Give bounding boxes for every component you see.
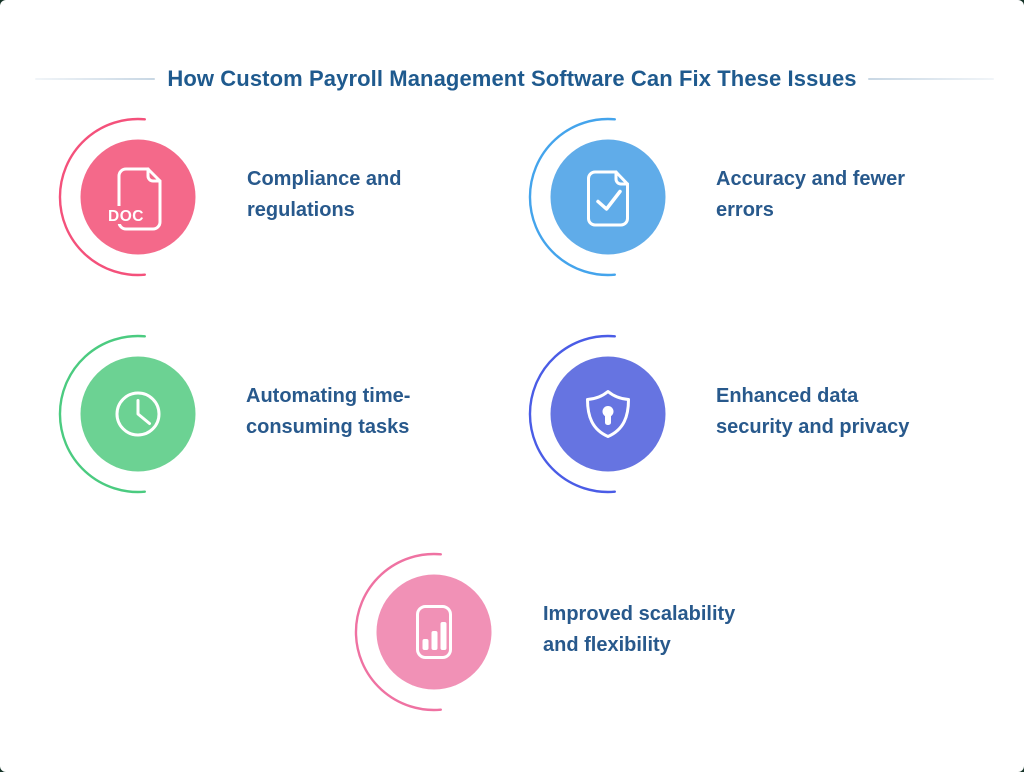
label-line: consuming tasks — [246, 416, 410, 438]
item-automating-tasks — [58, 334, 218, 494]
item-label: Improved scalability and flexibility — [543, 599, 735, 661]
doc-icon-label: DOC — [108, 208, 144, 225]
item-label: Accuracy and fewer errors — [716, 164, 905, 226]
label-line: and flexibility — [543, 634, 671, 656]
item-data-security — [528, 334, 688, 494]
label-line: Accuracy and fewer — [716, 168, 905, 190]
item-scalability-flexibility — [354, 552, 514, 712]
item-label: Compliance and regulations — [247, 164, 401, 226]
item-compliance-regulations: DOC — [58, 117, 218, 277]
label-line: security and privacy — [716, 416, 910, 438]
item-accuracy-fewer-errors — [528, 117, 688, 277]
title-rule-right — [868, 78, 994, 80]
label-line: errors — [716, 199, 774, 221]
clock-icon — [58, 334, 196, 494]
label-line: Compliance and — [247, 168, 402, 190]
label-line: Improved scalability — [543, 603, 736, 625]
shield-keyhole-icon — [528, 334, 666, 494]
label-line: Automating time- — [246, 385, 411, 407]
bar-chart-icon — [354, 552, 492, 712]
page-title: How Custom Payroll Management Software C… — [167, 66, 857, 91]
doc-file-icon: DOC — [58, 117, 196, 277]
document-check-icon — [528, 117, 666, 277]
title-rule-left — [35, 78, 155, 80]
label-line: Enhanced data — [716, 385, 859, 407]
item-label: Enhanced data security and privacy — [716, 381, 909, 443]
item-label: Automating time- consuming tasks — [246, 381, 410, 443]
label-line: regulations — [247, 199, 355, 221]
